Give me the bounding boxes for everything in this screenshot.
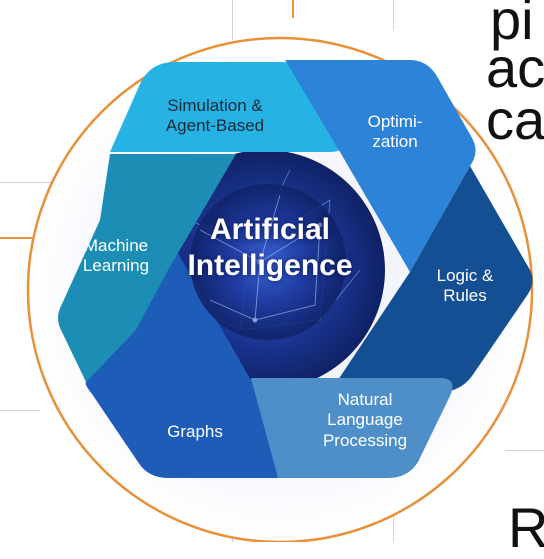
label-simulation: Simulation & Agent-Based	[165, 96, 265, 136]
segment-nlp	[222, 378, 453, 478]
grid-line-v2	[393, 0, 394, 30]
center-network	[199, 194, 323, 323]
label-optimization: Optimi- zation	[367, 112, 423, 152]
segment-graphs	[85, 236, 278, 478]
grid-line-h1	[0, 182, 60, 183]
segment-optimization	[285, 60, 476, 272]
segment-ml	[58, 154, 236, 382]
label-nlp: Natural Language Processing	[322, 390, 408, 450]
grid-line-h2	[0, 410, 40, 411]
center-core	[190, 184, 346, 340]
slide-text-line-2: ac	[486, 36, 544, 99]
label-logic: Logic & Rules	[436, 266, 494, 306]
slide-text-line-3: ca	[486, 88, 544, 151]
center-title: Artificial Intelligence	[187, 213, 353, 282]
grid-line-h3	[505, 450, 544, 451]
segment-logic	[330, 166, 533, 392]
orange-rule-top	[292, 0, 294, 18]
grid-line-v1	[232, 0, 233, 40]
segment-simulation	[110, 62, 342, 152]
orange-rule-left	[0, 237, 40, 239]
grid-line-v3	[393, 505, 394, 542]
slide-text-line-1: pi	[490, 0, 534, 51]
label-graphs: Graphs	[167, 422, 223, 441]
label-ml: Machine Learning	[82, 236, 150, 276]
ai-diagram	[26, 36, 534, 542]
